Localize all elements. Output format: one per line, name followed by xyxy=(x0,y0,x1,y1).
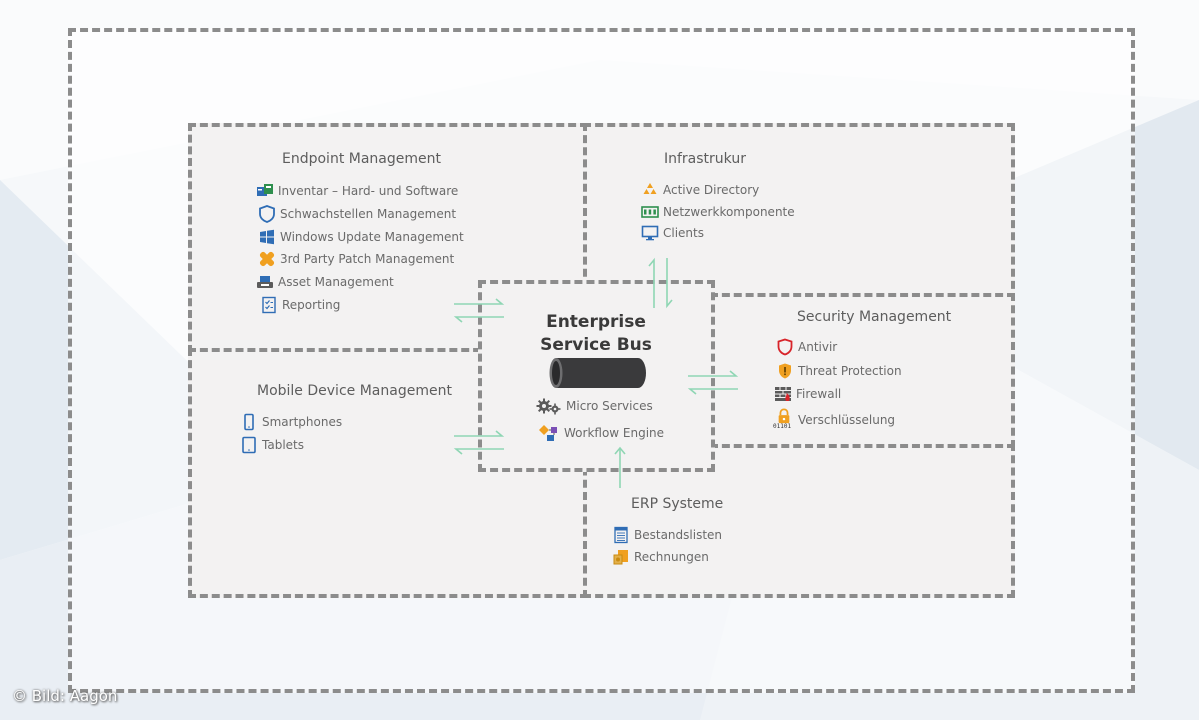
endpoint-item-windows-update: Windows Update Management xyxy=(258,227,464,247)
esb-title: Enterprise Service Bus xyxy=(480,311,712,357)
invoice-icon xyxy=(612,548,630,566)
erp-systems-title: ERP Systeme xyxy=(631,496,724,512)
shield-icon xyxy=(258,205,276,223)
windows-icon xyxy=(258,228,276,246)
security-item-encryption: 01101 Verschlüsselung xyxy=(773,408,895,432)
mobile-esb-arrows xyxy=(453,430,505,455)
esb-title-line2: Service Bus xyxy=(540,335,652,355)
mobile-device-management-title: Mobile Device Management xyxy=(257,383,452,399)
binary-text: 01101 xyxy=(773,423,792,430)
infra-item-clients: Clients xyxy=(641,223,704,243)
gears-icon xyxy=(536,397,562,415)
endpoint-item-vulnerability: Schwachstellen Management xyxy=(258,204,456,224)
tablet-icon xyxy=(240,436,258,454)
endpoint-item-patch: 3rd Party Patch Management xyxy=(258,249,454,269)
endpoint-management-title: Endpoint Management xyxy=(282,151,441,167)
erp-item-inventory-lists: Bestandslisten xyxy=(612,525,722,545)
asset-icon xyxy=(256,273,274,291)
erp-item-invoices: Rechnungen xyxy=(612,547,709,567)
security-item-antivir: Antivir xyxy=(776,337,837,357)
network-icon xyxy=(641,203,659,221)
inventory-icon xyxy=(256,182,274,200)
threat-shield-icon xyxy=(776,362,794,380)
image-credit: © Bild: Aagon xyxy=(12,687,118,705)
mobile-item-smartphones: Smartphones xyxy=(240,412,342,432)
security-item-threat-protection: Threat Protection xyxy=(776,361,902,381)
security-management-panel xyxy=(710,293,1015,448)
infra-item-active-directory: Active Directory xyxy=(641,180,759,200)
report-icon xyxy=(260,296,278,314)
monitor-icon xyxy=(641,224,659,242)
list-icon xyxy=(612,526,630,544)
security-item-firewall: Firewall xyxy=(774,384,841,404)
esb-title-line1: Enterprise xyxy=(546,312,646,332)
security-management-title: Security Management xyxy=(797,309,952,325)
endpoint-esb-arrows xyxy=(453,298,505,323)
bus-pipe-icon xyxy=(549,358,646,388)
endpoint-item-inventory: Inventar – Hard- und Software xyxy=(256,181,458,201)
workflow-icon xyxy=(538,424,560,442)
erp-esb-arrow xyxy=(614,446,626,488)
endpoint-item-asset: Asset Management xyxy=(256,272,394,292)
firewall-icon xyxy=(774,385,792,403)
smartphone-icon xyxy=(240,413,258,431)
lock-icon: 01101 xyxy=(773,408,794,432)
infrastructure-esb-arrows xyxy=(648,257,673,309)
infrastructure-title: Infrastrukur xyxy=(664,151,746,167)
mobile-item-tablets: Tablets xyxy=(240,435,304,455)
esb-item-micro-services: Micro Services xyxy=(536,396,653,416)
patch-icon xyxy=(258,250,276,268)
endpoint-item-reporting: Reporting xyxy=(260,295,340,315)
infra-item-network: Netzwerkkomponente xyxy=(641,202,795,222)
antivir-icon xyxy=(776,338,794,356)
esb-item-workflow-engine: Workflow Engine xyxy=(538,423,664,443)
security-esb-arrows xyxy=(687,370,739,395)
directory-icon xyxy=(641,181,659,199)
